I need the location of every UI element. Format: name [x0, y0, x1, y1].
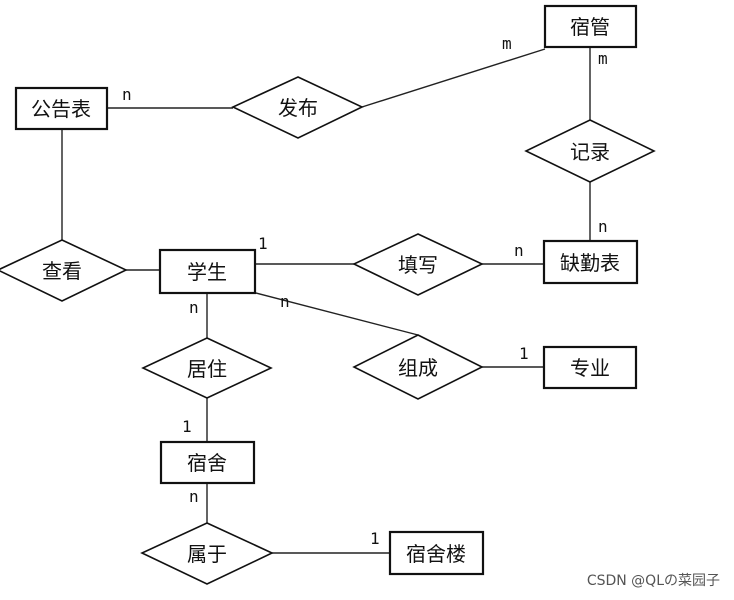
- relationship-label: 填写: [398, 253, 438, 277]
- relationship-view: 查看: [0, 239, 128, 302]
- entity-notice-table: 公告表: [14, 86, 109, 131]
- entity-label: 缺勤表: [560, 251, 620, 275]
- relationship-label: 发布: [278, 96, 318, 120]
- cardinality-compose-student: n: [280, 292, 290, 311]
- entity-label: 宿舍楼: [406, 542, 466, 566]
- entity-label: 宿舍: [187, 451, 227, 475]
- cardinality-fill-student: 1: [258, 234, 268, 253]
- entity-label: 宿管: [570, 15, 610, 39]
- entity-label: 专业: [570, 356, 610, 380]
- watermark: CSDN @QLの菜园子: [586, 573, 720, 589]
- relationship-label: 记录: [570, 140, 610, 164]
- relationship-publish: 发布: [231, 76, 364, 139]
- entity-student: 学生: [158, 248, 257, 295]
- entity-major: 专业: [542, 345, 638, 390]
- entity-label: 公告表: [31, 97, 91, 121]
- cardinality-belong-room: n: [189, 487, 199, 506]
- relationship-label: 查看: [42, 259, 82, 283]
- edges: [61, 47, 591, 554]
- entity-label: 学生: [187, 260, 227, 284]
- relationship-label: 组成: [398, 356, 438, 380]
- cardinality-reside-student: n: [189, 298, 199, 317]
- relationship-reside: 居住: [141, 337, 273, 399]
- relationship-belong-to: 属于: [140, 522, 274, 585]
- relationship-label: 属于: [187, 542, 227, 566]
- cardinality-reside-room: 1: [182, 417, 192, 436]
- cardinality-belong-building: 1: [370, 529, 380, 548]
- entity-absence-table: 缺勤表: [542, 239, 639, 285]
- entity-dorm-room: 宿舍: [159, 440, 256, 485]
- cardinality-record-manager: m: [598, 49, 608, 68]
- relationship-fill-in: 填写: [352, 233, 484, 296]
- relationship-label: 居住: [187, 357, 227, 381]
- edge-publish-manager: [361, 48, 546, 108]
- cardinality-publish-manager: m: [502, 34, 512, 53]
- cardinality-record-absence: n: [598, 217, 608, 236]
- cardinalities: m n m n 1 n n 1 n 1 n 1: [122, 34, 608, 548]
- entity-dorm-building: 宿舍楼: [388, 530, 485, 576]
- entity-dorm-manager: 宿管: [543, 4, 638, 49]
- cardinality-publish-notice: n: [122, 85, 132, 104]
- edge-compose-student: [251, 291, 419, 336]
- cardinality-compose-major: 1: [519, 344, 529, 363]
- cardinality-fill-absence: n: [514, 241, 524, 260]
- relationship-record: 记录: [524, 119, 656, 183]
- relationship-compose: 组成: [352, 334, 484, 400]
